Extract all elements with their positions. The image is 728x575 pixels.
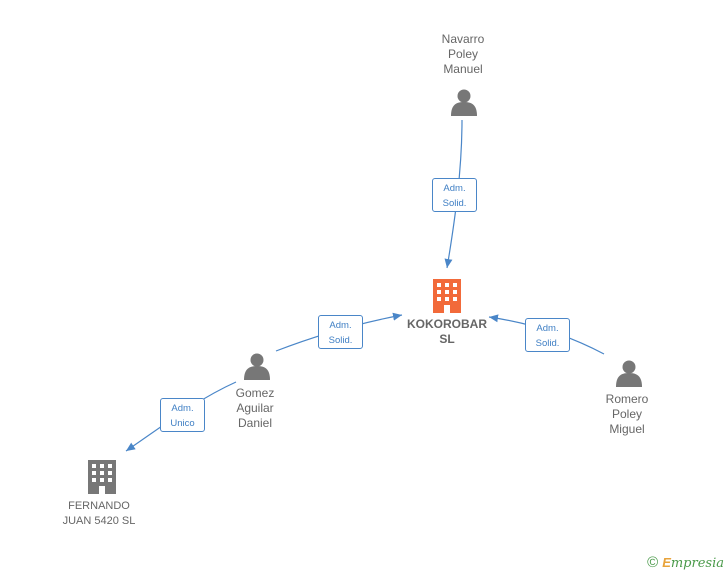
edge-label-navarro-kokorobar[interactable]: Adm. Solid. (432, 178, 477, 212)
person-icon[interactable] (451, 89, 477, 117)
node-label-kokorobar[interactable]: KOKOROBAR SL (407, 317, 487, 346)
person-icon[interactable] (244, 353, 270, 381)
node-label-navarro[interactable]: Navarro Poley Manuel (441, 32, 485, 76)
brand-logo-text: mpresia (670, 556, 724, 571)
node-label-romero[interactable]: Romero Poley Miguel (605, 392, 649, 436)
building-icon[interactable] (433, 279, 461, 313)
node-label-gomez[interactable]: Gomez Aguilar Daniel (235, 386, 275, 430)
brand-logo-initial: E (662, 555, 671, 570)
copyright-symbol: © (647, 554, 659, 571)
node-label-fernando[interactable]: FERNANDO JUAN 5420 SL (62, 500, 136, 527)
edge-label-gomez-fernando[interactable]: Adm. Unico (160, 398, 205, 432)
edge-label-romero-kokorobar[interactable]: Adm. Solid. (525, 318, 570, 352)
brand-watermark: ©Empresia (647, 554, 724, 571)
building-icon[interactable] (88, 460, 116, 494)
person-icon[interactable] (616, 360, 642, 388)
edge-label-gomez-kokorobar[interactable]: Adm. Solid. (318, 315, 363, 349)
